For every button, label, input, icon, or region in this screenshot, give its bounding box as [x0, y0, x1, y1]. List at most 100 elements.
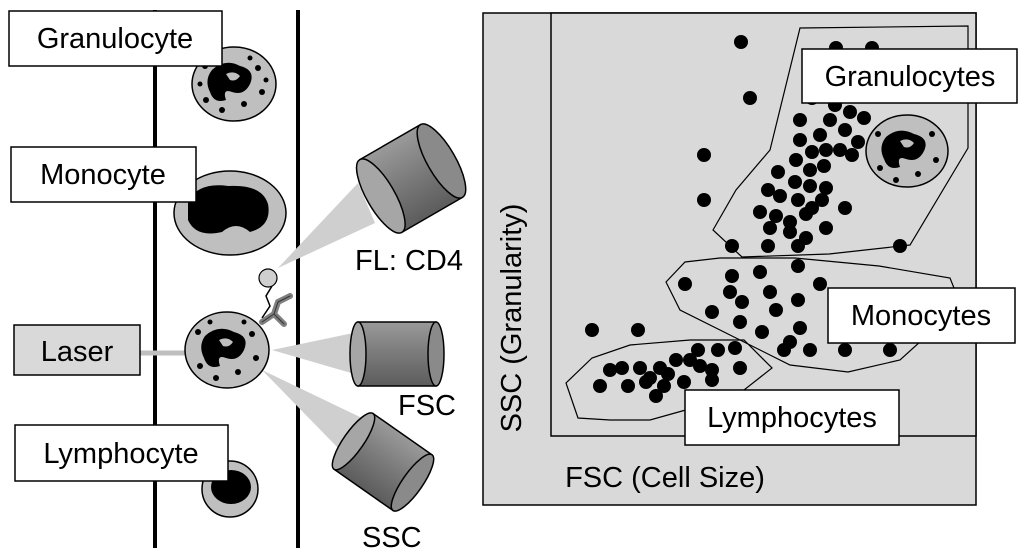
scatter-point	[725, 269, 739, 283]
scatter-point	[705, 373, 719, 387]
scatter-point	[793, 133, 807, 147]
scatter-point	[697, 148, 711, 162]
scatter-point	[843, 105, 857, 119]
scatter-point	[803, 343, 817, 357]
scatter-point	[833, 143, 847, 157]
scatter-point	[657, 379, 671, 393]
scatter-point	[823, 113, 837, 127]
lymphocyte-label-box	[14, 424, 229, 482]
scatter-point	[773, 189, 787, 203]
scatter-point	[813, 128, 827, 142]
scatter-point	[793, 113, 807, 127]
scatter-point	[677, 375, 691, 389]
lymphocyte-label: Lymphocyte	[43, 438, 198, 470]
scatter-point	[755, 325, 769, 339]
scatter-point	[603, 363, 617, 377]
scatter-point	[845, 148, 859, 162]
scatter-point	[761, 183, 775, 197]
granulocytes-gate-label-box	[801, 48, 1018, 104]
monocyte-label: Monocyte	[40, 159, 166, 191]
fsc-detector-label: FSC	[398, 390, 456, 422]
scatter-point	[791, 193, 805, 207]
scatter-point	[838, 201, 852, 215]
scatter-point	[819, 221, 833, 235]
granulocyte-label: Granulocyte	[37, 23, 193, 55]
lymphocyte-gate	[565, 339, 773, 421]
scatter-point	[813, 277, 827, 291]
scatter-point	[705, 363, 719, 377]
scatter-point	[585, 323, 599, 337]
cd4-antibody-icon	[258, 268, 293, 327]
laser-label: Laser	[41, 336, 114, 368]
ssc-detector-icon	[331, 412, 435, 512]
scatter-point	[815, 193, 829, 207]
scatter-point	[788, 175, 802, 189]
monocyte-label-box	[10, 146, 197, 203]
granulocytes-gate-label: Granulocytes	[825, 61, 996, 93]
scatter-point	[733, 315, 747, 329]
scatter-point	[851, 135, 865, 149]
ssc-detector-label: SSC	[362, 522, 422, 554]
scatter-point	[761, 239, 775, 253]
scatter-point	[803, 163, 817, 177]
scatter-point	[893, 239, 907, 253]
scatter-point	[791, 239, 805, 253]
ssc-beam	[262, 370, 362, 450]
scatter-point	[691, 343, 705, 357]
scatter-point	[711, 343, 725, 357]
scatter-point	[728, 341, 742, 355]
scatter-point	[771, 165, 785, 179]
scatter-point	[621, 379, 635, 393]
scatter-point	[649, 389, 663, 403]
scatter-point	[734, 35, 748, 49]
scatter-point	[615, 361, 629, 375]
scatter-point	[735, 295, 749, 309]
fl-beam	[278, 183, 375, 268]
scatter-point	[725, 239, 739, 253]
scatter-point	[817, 159, 831, 173]
fsc-beam	[272, 332, 358, 375]
scatter-point	[793, 321, 807, 335]
scatter-point	[763, 285, 777, 299]
monocyte-cell-icon	[173, 170, 287, 256]
scatter-point	[697, 193, 711, 207]
scatter-point	[791, 293, 805, 307]
scatter-point	[733, 361, 747, 375]
scatter-points	[585, 35, 907, 403]
plot-x-axis-label: FSC (Cell Size)	[565, 462, 765, 494]
labeled-granulocyte-icon	[184, 311, 270, 389]
scatter-point	[631, 323, 645, 337]
scatter-point	[661, 367, 675, 381]
scatter-point	[769, 209, 783, 223]
scatter-point	[789, 153, 803, 167]
scatter-point	[803, 179, 817, 193]
granulocyte-label-box	[8, 10, 223, 67]
scatter-point	[769, 303, 783, 317]
scatter-point	[763, 221, 777, 235]
scatter-point	[777, 343, 791, 357]
scatter-point	[705, 305, 719, 319]
scatter-point	[669, 353, 683, 367]
scatter-point	[805, 145, 819, 159]
scatter-point	[838, 123, 852, 137]
scatter-point	[799, 207, 813, 221]
scatter-point	[838, 343, 852, 357]
monocytes-gate-label-box	[827, 287, 1016, 344]
fl-detector-icon	[355, 123, 467, 234]
scatter-point	[883, 343, 897, 357]
fsc-detector-icon	[349, 321, 445, 387]
scatter-point	[783, 215, 797, 229]
scatter-point	[819, 181, 833, 195]
scatter-point	[693, 359, 707, 373]
fl-detector-label: FL: CD4	[355, 245, 463, 277]
scatter-point	[743, 91, 757, 105]
laser-label-box	[13, 324, 141, 376]
scatter-point	[639, 375, 653, 389]
scatter-point	[633, 361, 647, 375]
lymphocytes-gate-label: Lymphocytes	[707, 402, 877, 434]
scatter-point	[791, 259, 805, 273]
scatter-point	[819, 143, 833, 157]
scatter-point	[857, 111, 871, 125]
lymphocytes-gate-label-box	[684, 389, 900, 446]
scatter-point	[723, 285, 737, 299]
